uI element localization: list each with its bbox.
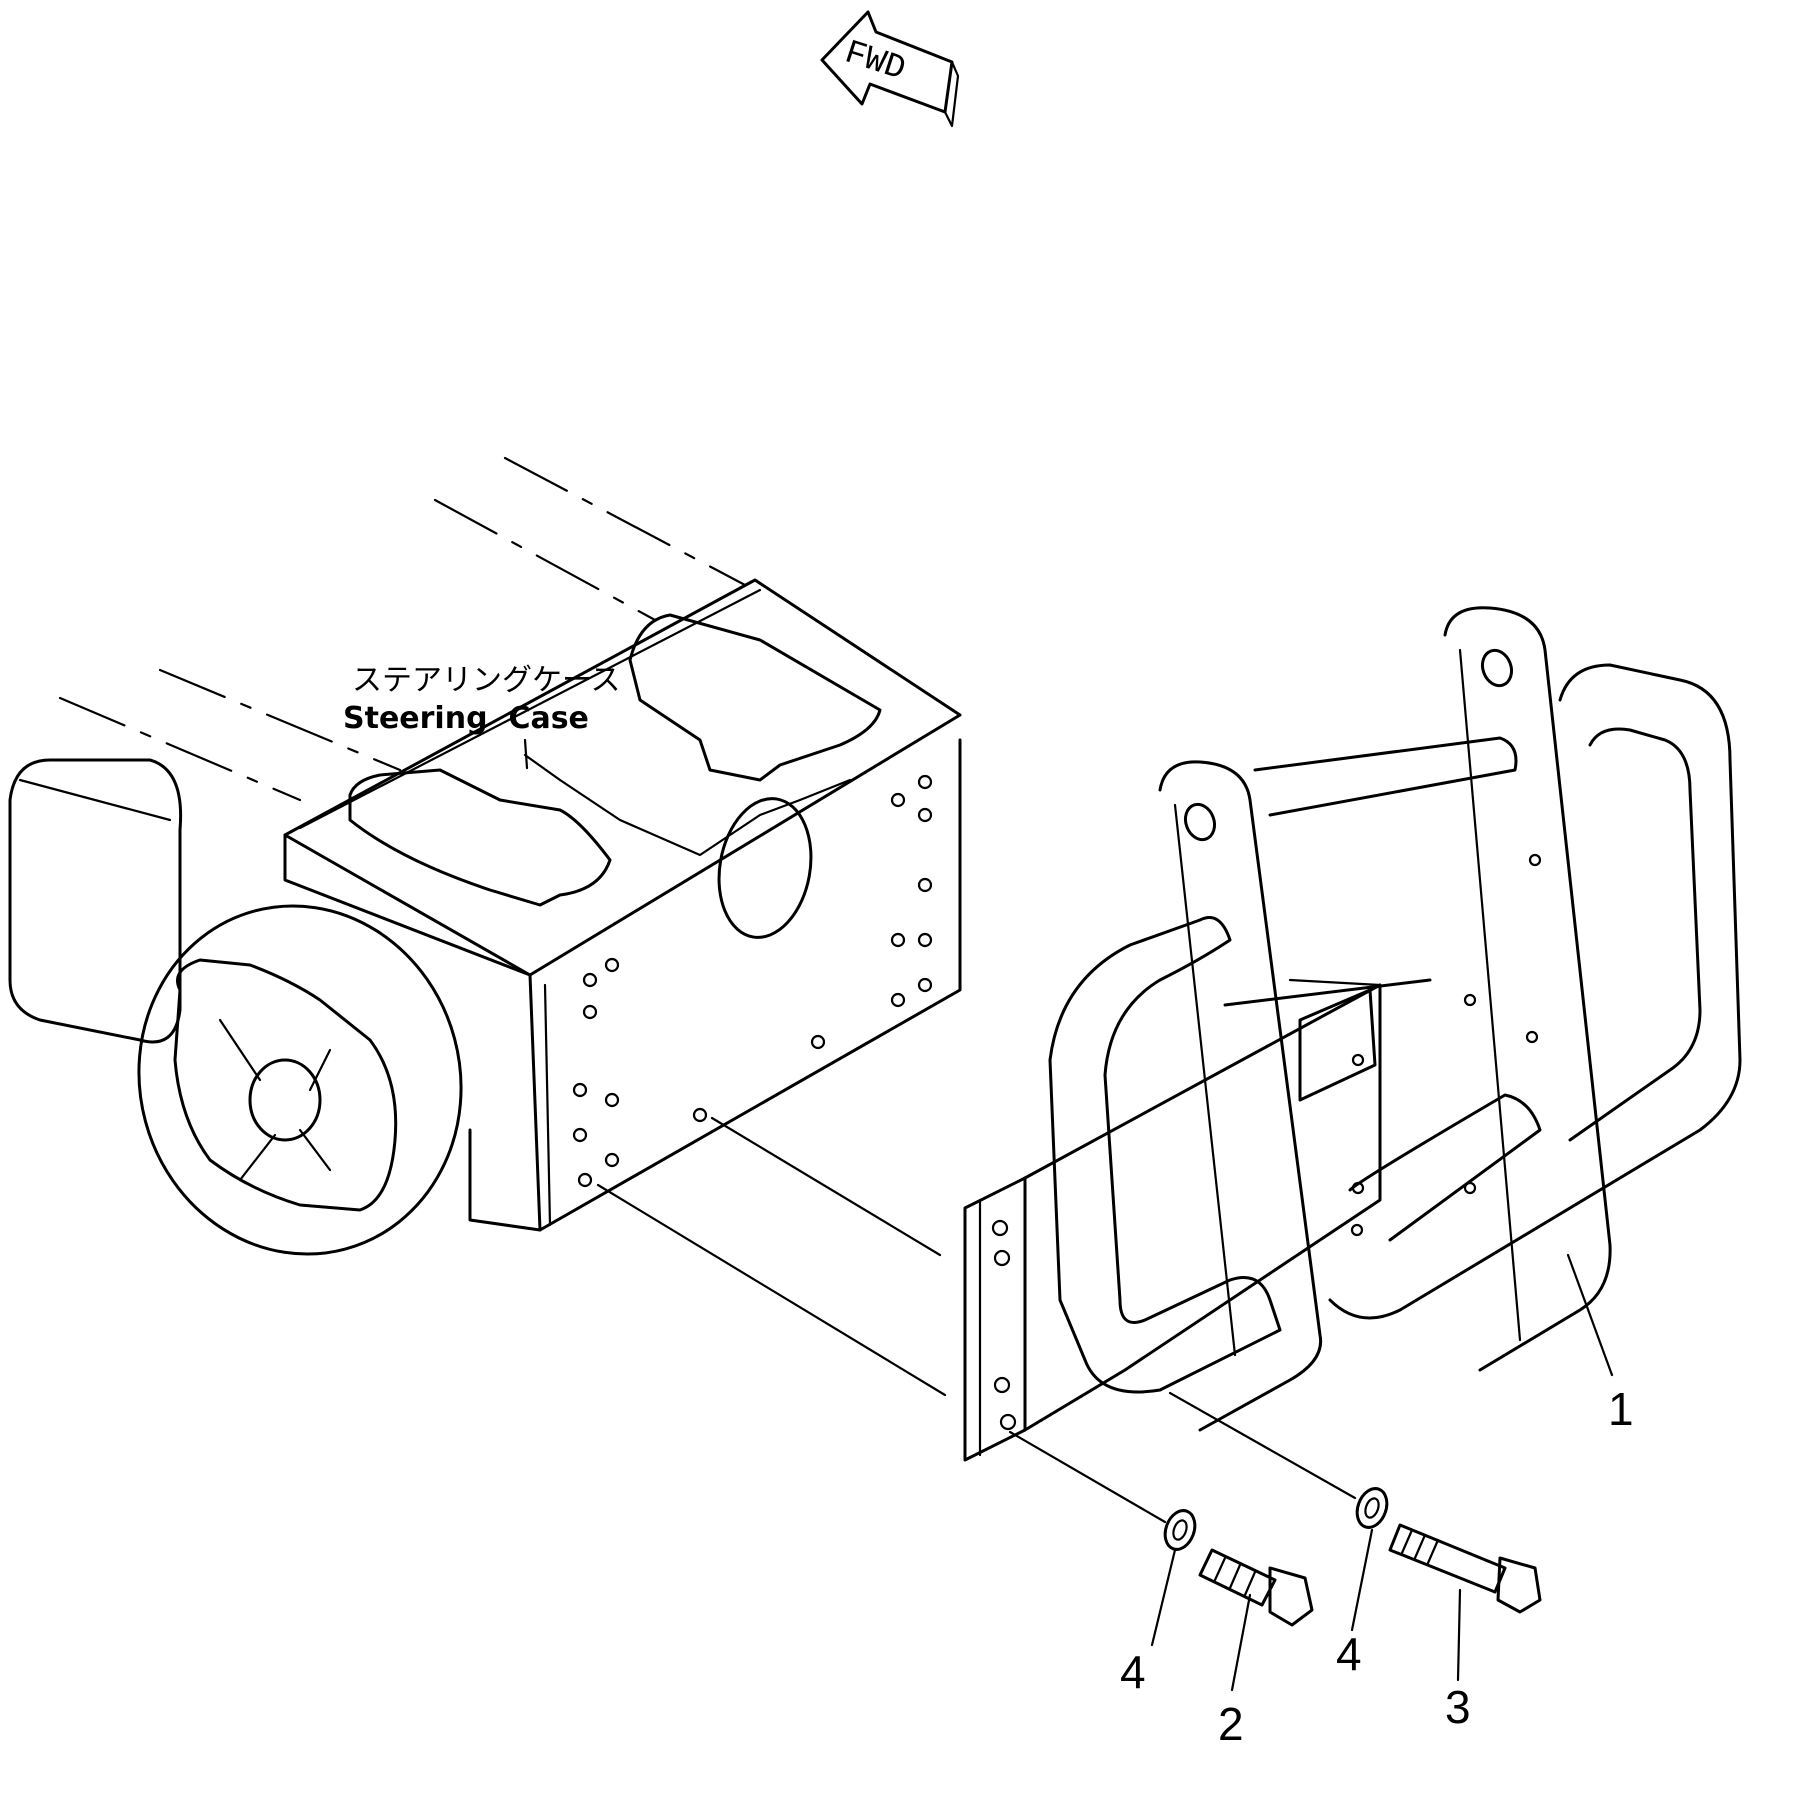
bolt-holes — [572, 774, 933, 1188]
steering-case-callout: ステアリングケース Steering Case — [343, 663, 621, 770]
fwd-arrow: FWD — [820, 10, 960, 128]
alignment-lines — [596, 1116, 1357, 1524]
bolt-short — [1198, 1548, 1314, 1627]
part-label-2: 2 — [1218, 1698, 1244, 1750]
side-cover — [717, 797, 813, 939]
part-label-3: 3 — [1445, 1681, 1471, 1733]
leader-lines — [1150, 1253, 1614, 1692]
callout-english: Steering Case — [343, 701, 589, 736]
part-label-4-right: 4 — [1336, 1628, 1362, 1680]
bolt-long — [1388, 1523, 1542, 1614]
center-lines — [58, 456, 747, 802]
callout-japanese: ステアリングケース — [352, 663, 621, 698]
washer-left — [1163, 1509, 1197, 1551]
brake-drum — [137, 904, 463, 1256]
top-opening-rear — [628, 613, 882, 782]
guard-bracket — [963, 606, 1742, 1462]
side-housing — [8, 758, 183, 1044]
top-opening-front — [348, 768, 612, 907]
part-label-4-left: 4 — [1120, 1646, 1146, 1698]
washer-right — [1355, 1487, 1389, 1529]
steering-case — [8, 578, 962, 1256]
part-label-1: 1 — [1608, 1383, 1634, 1435]
